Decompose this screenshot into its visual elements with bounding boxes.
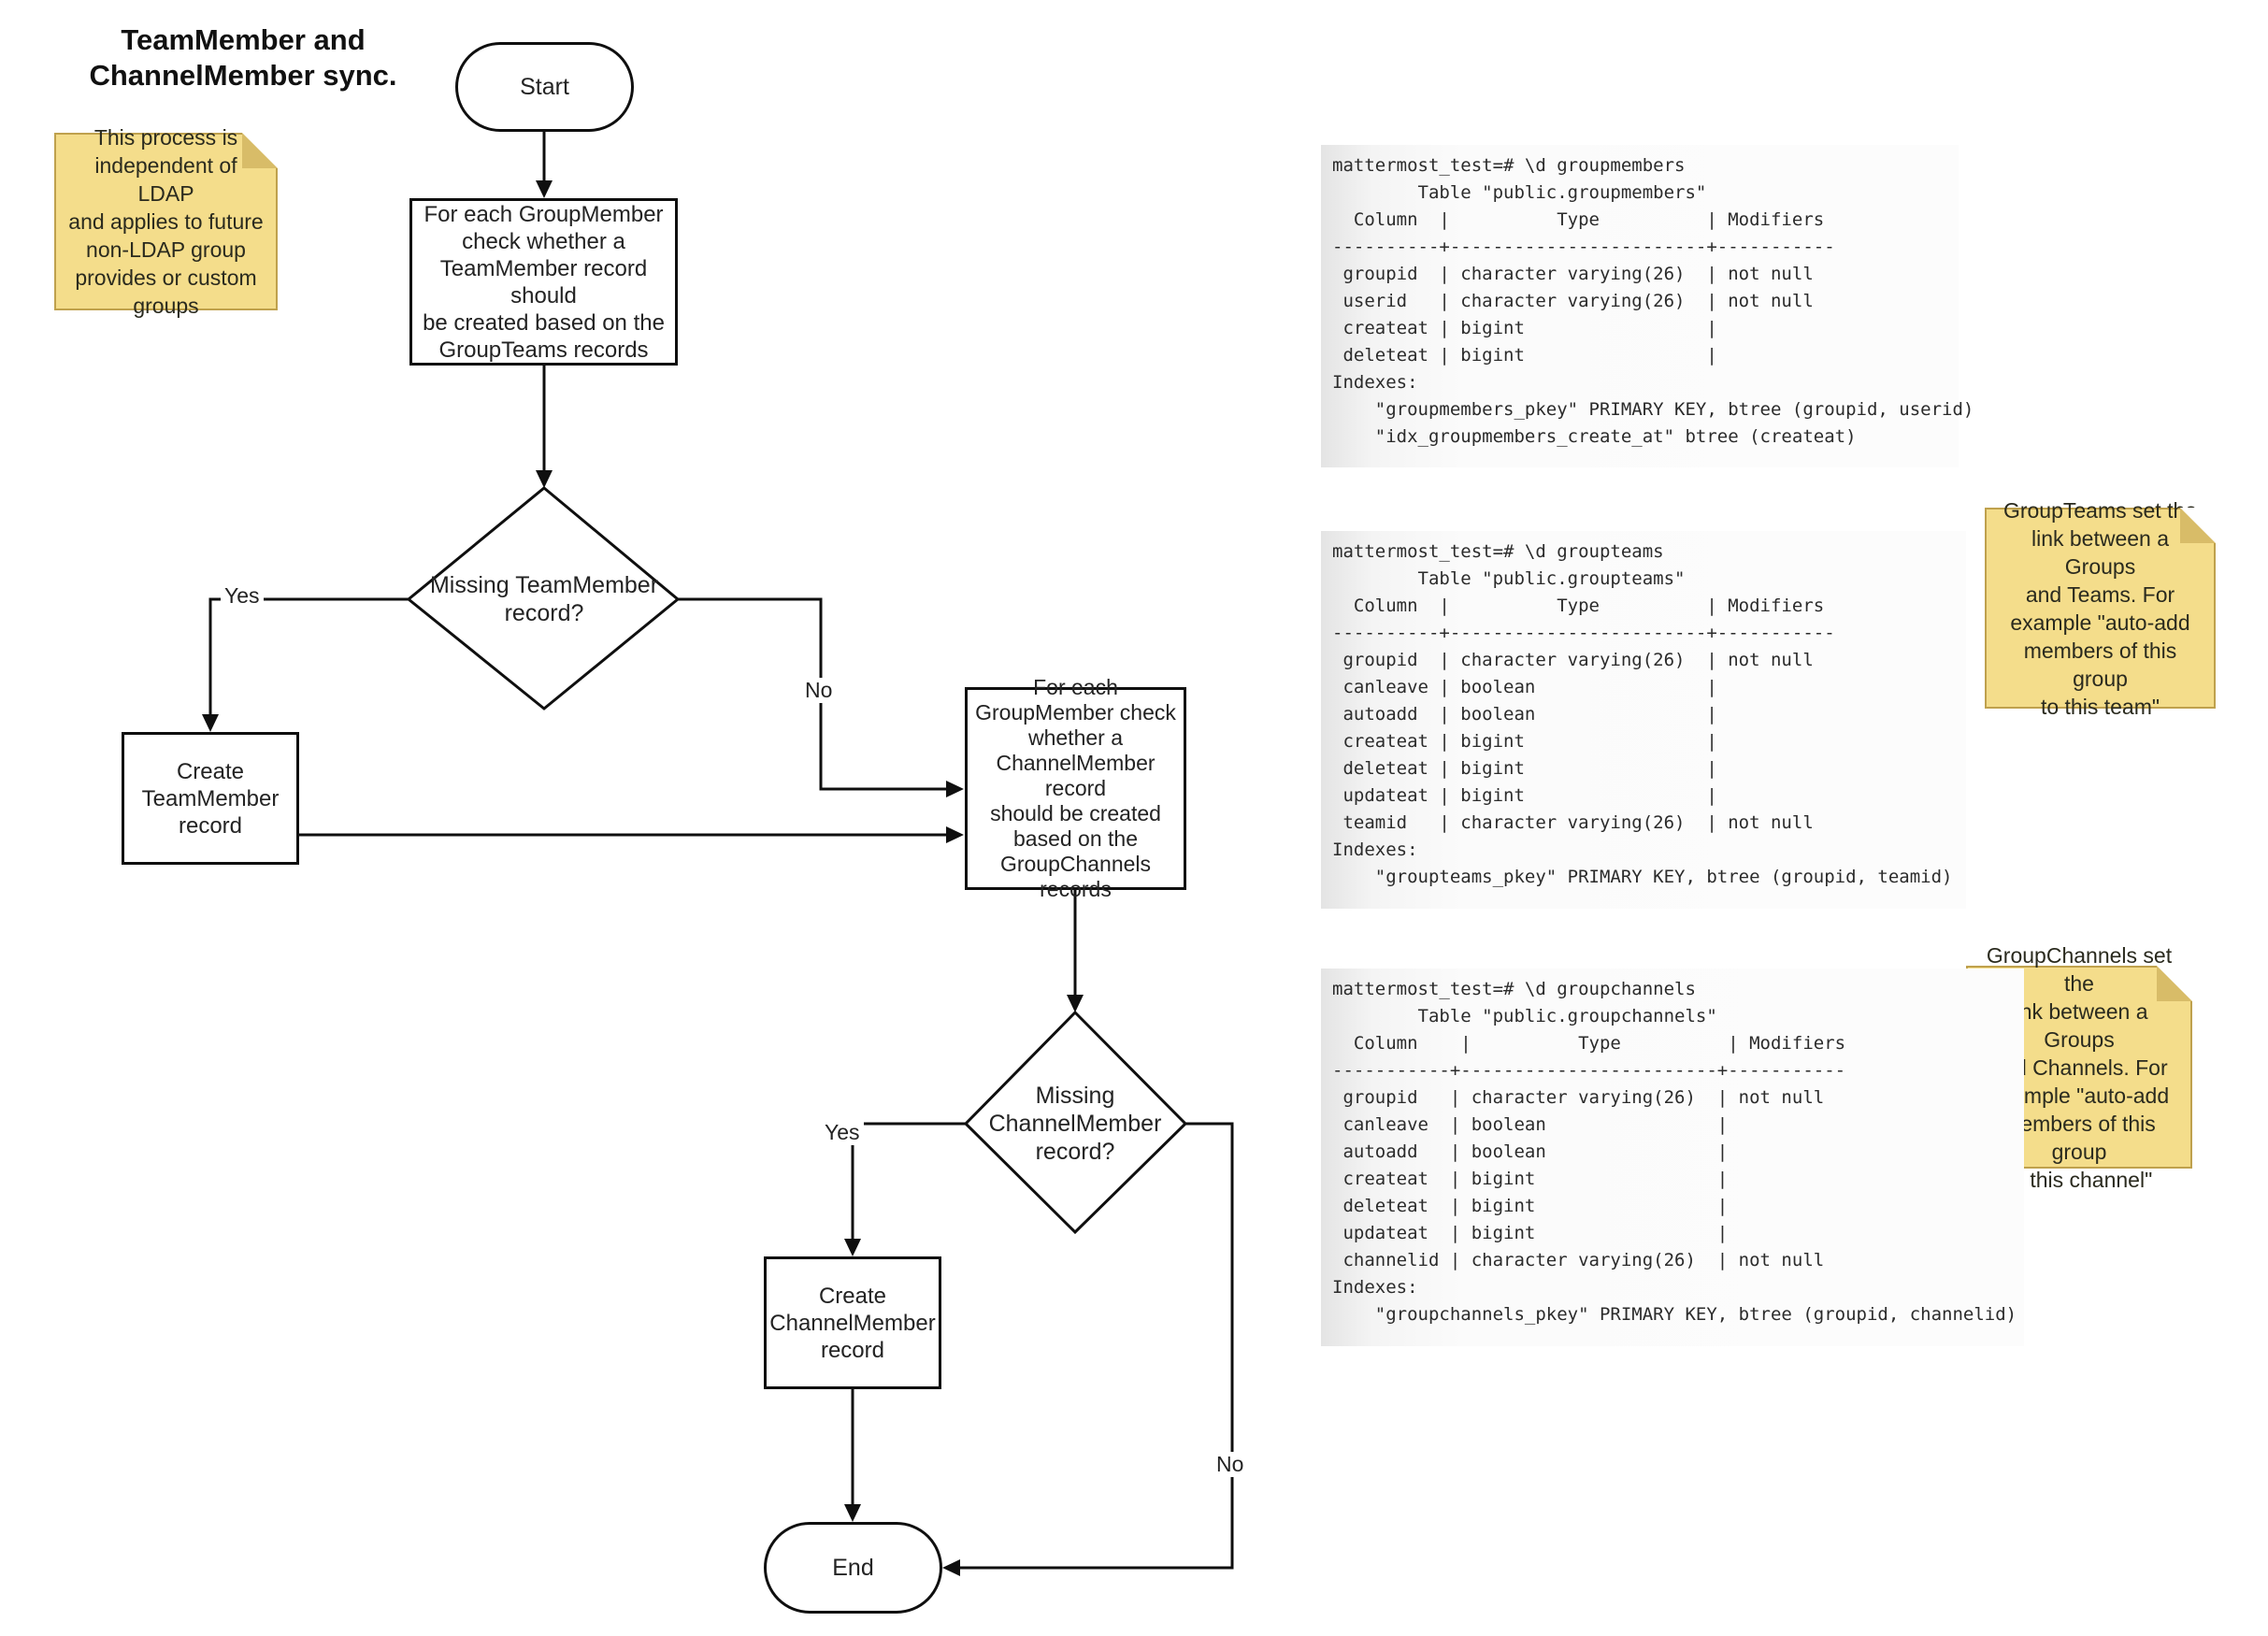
decision-channel-diamond [963,1010,1188,1235]
arrowhead-right-icon [946,781,964,797]
end-terminal: End [764,1522,942,1614]
psql-groupchannels-text: mattermost_test=# \d groupchannels Table… [1332,979,2017,1325]
process-channel-text: For each GroupMember check whether a Cha… [975,675,1176,901]
arrowhead-right-icon [946,826,964,843]
arrowhead-down-icon [202,714,219,732]
edge-label-team-yes: Yes [221,583,264,609]
page-title: TeamMember and ChannelMember sync. [89,23,397,92]
sticky-note-ldap-text: This process is independent of LDAP and … [68,125,264,318]
edge-label-team-no: No [801,678,837,703]
arrowheads [202,180,1084,1576]
decision-team-label: Missing TeamMember record? [429,572,659,626]
decision-team-diamond [406,486,681,710]
note-fold-icon [2180,508,2216,543]
create-channel-text: Create ChannelMember record [769,1283,936,1363]
decision-channel-label: Missing ChannelMember record? [988,1083,1162,1165]
process-channel-box: For each GroupMember check whether a Cha… [965,675,1186,901]
sticky-note-groupteams: GroupTeams set the link between a Groups… [1985,498,2216,719]
start-label: Start [520,73,569,100]
edge-decision-team-yes [208,597,409,725]
psql-groupmembers-block: mattermost_test=# \d groupmembers Table … [1321,145,1974,467]
arrowhead-down-icon [844,1504,861,1522]
arrowhead-down-icon [1067,995,1084,1012]
process-team-text: For each GroupMember check whether a Tea… [423,201,665,363]
note-fold-icon [242,133,278,168]
end-label: End [832,1554,874,1581]
psql-groupteams-text: mattermost_test=# \d groupteams Table "p… [1332,541,1953,887]
edge-label-channel-no: No [1213,1452,1248,1477]
psql-groupteams-block: mattermost_test=# \d groupteams Table "p… [1321,531,1966,909]
start-terminal: Start [455,42,634,132]
note-fold-icon [2157,966,2192,1001]
sticky-note-groupteams-text: GroupTeams set the link between a Groups… [2002,497,2198,719]
create-team-text: Create TeamMember record [141,758,280,839]
edge-label-channel-yes: Yes [821,1120,864,1145]
sticky-note-ldap: This process is independent of LDAP and … [54,125,278,318]
create-channel-box: Create ChannelMember record [764,1256,941,1389]
arrowhead-down-icon [844,1239,861,1256]
decision-shapes [406,486,1188,1235]
psql-groupmembers-text: mattermost_test=# \d groupmembers Table … [1332,155,1974,447]
create-team-box: Create TeamMember record [122,732,299,865]
arrowhead-down-icon [536,470,553,488]
psql-groupchannels-block: mattermost_test=# \d groupchannels Table… [1321,969,2024,1346]
arrowhead-down-icon [536,180,553,198]
process-team-box: For each GroupMember check whether a Tea… [409,198,678,366]
edge-decision-channel-no [949,1122,1234,1570]
connector-lines [208,132,1234,1570]
arrowhead-left-icon [942,1559,960,1576]
edge-decision-channel-yes [851,1122,966,1250]
